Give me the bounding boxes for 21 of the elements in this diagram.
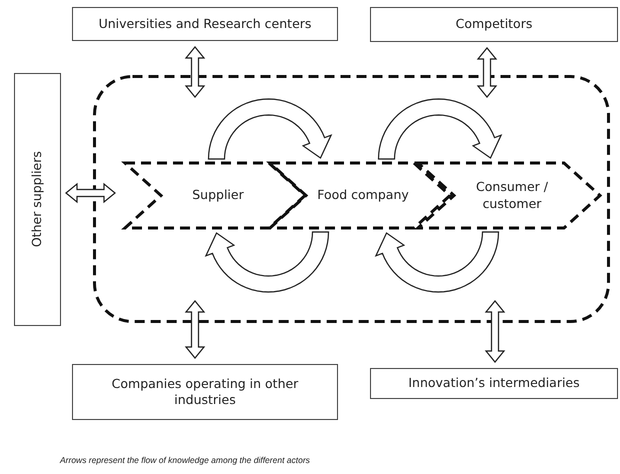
caption: Arrows represent the flow of knowledge among the different actors: [60, 455, 310, 465]
actor-box: [72, 7, 338, 41]
double-arrow: [484, 300, 506, 363]
node-label: Universities and Research centers: [98, 16, 312, 32]
node-label: Competitors: [456, 16, 532, 33]
double-arrow: [476, 47, 498, 98]
double-arrow: [184, 300, 206, 359]
node-label: Other suppliers: [29, 151, 46, 248]
double-arrow: [65, 182, 116, 204]
node-label: Innovation’s intermediaries: [408, 375, 580, 392]
curved-arrow: [378, 98, 502, 160]
dashed-boundary: [93, 75, 610, 323]
actor-box: [370, 7, 618, 42]
curved-arrow: [208, 98, 332, 160]
node-label: Companies operating in other industries: [110, 376, 300, 408]
double-arrow: [184, 46, 206, 98]
actor-box: [14, 73, 61, 326]
curved-arrow: [374, 231, 500, 293]
actor-box: [72, 364, 338, 420]
actor-box: [370, 368, 618, 399]
curved-arrow: [204, 231, 330, 293]
